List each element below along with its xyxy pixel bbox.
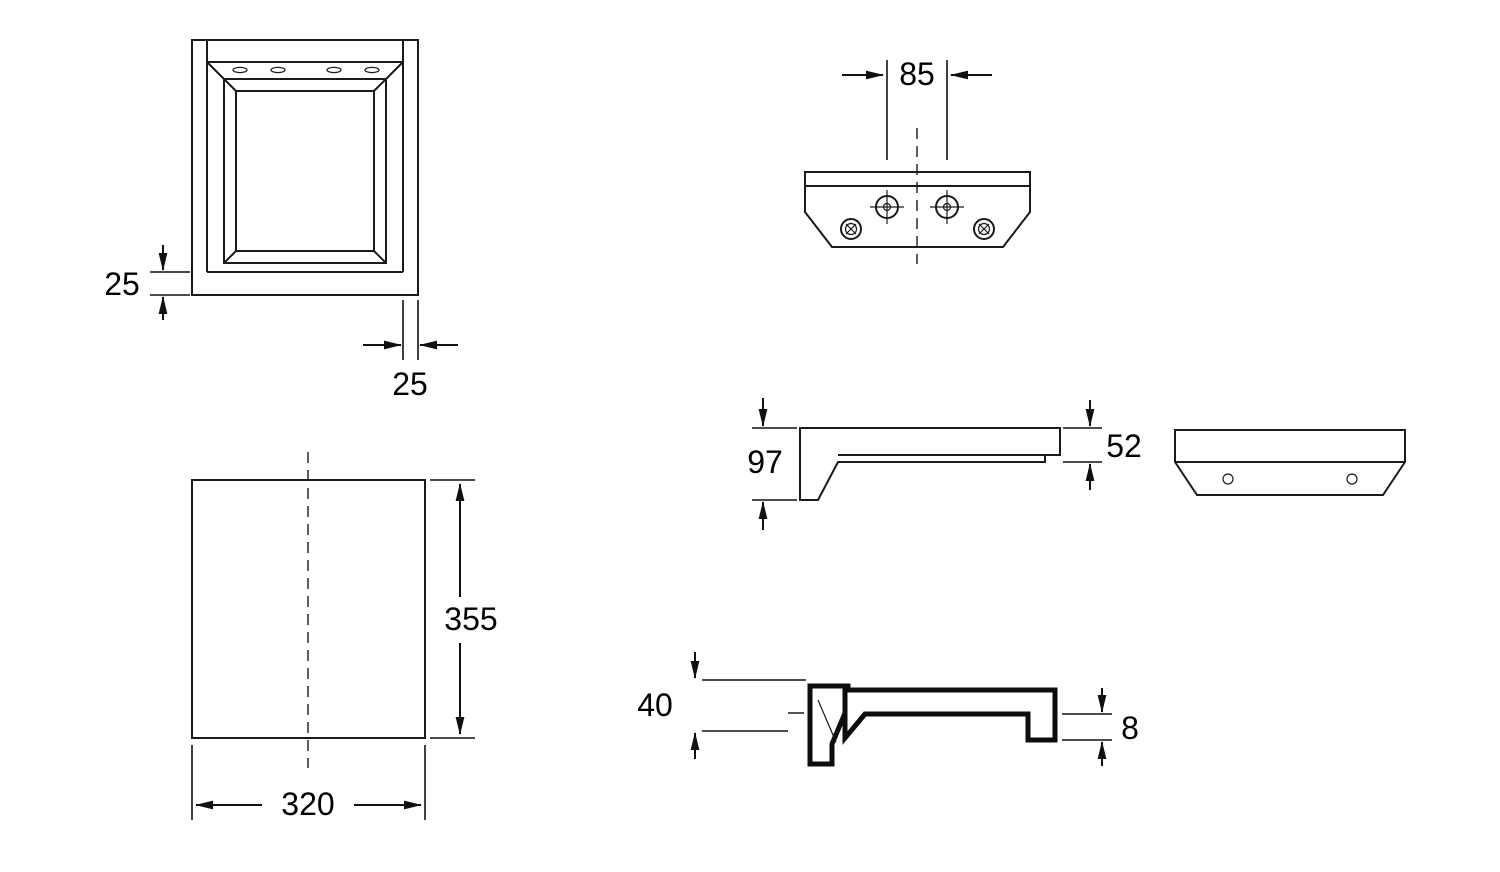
dim-label-section-bracket-height: 40 xyxy=(637,687,673,723)
front-miter-joints xyxy=(223,78,387,264)
dim-label-plan-width: 320 xyxy=(281,786,334,822)
hole-crosshair xyxy=(930,190,964,224)
dim-label-section-lip-thickness: 8 xyxy=(1121,710,1139,746)
side-profile-outline xyxy=(799,427,1061,501)
underside-screw-left xyxy=(1222,473,1234,485)
front-view xyxy=(191,39,419,296)
dim-section-bracket-height: 40 xyxy=(637,652,806,759)
dim-front-border-side: 25 xyxy=(363,300,458,402)
dim-extension-lines xyxy=(886,60,948,160)
front-top-bevels xyxy=(206,61,404,80)
dim-label-front-border-bottom: 25 xyxy=(104,266,140,302)
dim-label-front-border-side: 25 xyxy=(392,366,428,402)
mount-hole-right xyxy=(930,190,964,224)
mount-hole-left xyxy=(870,190,904,224)
dim-extension-lines xyxy=(1062,713,1112,741)
dim-plan-height: 355 xyxy=(430,479,498,739)
front-outer-frame xyxy=(191,39,419,296)
side-profile-view xyxy=(799,427,1061,501)
front-slot-3 xyxy=(326,66,342,74)
section-bracket-wedge-line xyxy=(817,699,837,743)
screw-inner xyxy=(977,222,991,236)
dim-extension-lines xyxy=(1063,427,1102,463)
dim-label-side-front-thickness: 52 xyxy=(1106,428,1142,464)
dim-extension-lines xyxy=(752,427,797,501)
dim-side-front-thickness: 52 xyxy=(1063,400,1142,490)
front-bevel-outer xyxy=(223,78,387,264)
hole-crosshair xyxy=(870,190,904,224)
dim-side-overall-depth: 97 xyxy=(747,398,797,530)
screw-right xyxy=(973,218,995,240)
screw-cross xyxy=(845,223,857,235)
front-slot-1 xyxy=(232,66,248,74)
dim-section-lip-thickness: 8 xyxy=(1062,688,1139,766)
screw-inner xyxy=(844,222,858,236)
screw-cross xyxy=(978,223,990,235)
screw-left xyxy=(840,218,862,240)
underside-view xyxy=(1174,429,1406,496)
dim-label-side-overall-depth: 97 xyxy=(747,444,783,480)
bracket-outline xyxy=(804,171,1031,248)
front-slot-2 xyxy=(270,66,286,74)
dim-extension-lines xyxy=(430,479,475,739)
dim-mount-hole-spacing: 85 xyxy=(842,56,992,160)
underside-screw-right xyxy=(1346,473,1358,485)
front-slot-4 xyxy=(364,66,380,74)
dim-extension-lines xyxy=(150,271,190,296)
dim-label-plan-height: 355 xyxy=(444,601,497,637)
bracket-top-view xyxy=(804,128,1031,264)
section-view xyxy=(788,683,1058,767)
screw-outer xyxy=(840,218,862,240)
dim-plan-width: 320 xyxy=(191,745,426,822)
section-shelf-profile xyxy=(842,687,1058,745)
plan-view xyxy=(191,452,426,768)
plan-outline xyxy=(191,479,426,739)
dim-extension-lines xyxy=(702,679,806,732)
dim-label-mount-hole-spacing: 85 xyxy=(899,56,935,92)
front-bevel-inner xyxy=(235,90,375,252)
dim-front-border-bottom: 25 xyxy=(104,245,190,320)
dim-extension-lines xyxy=(191,745,426,820)
screw-outer xyxy=(973,218,995,240)
dim-extension-lines xyxy=(402,300,419,360)
